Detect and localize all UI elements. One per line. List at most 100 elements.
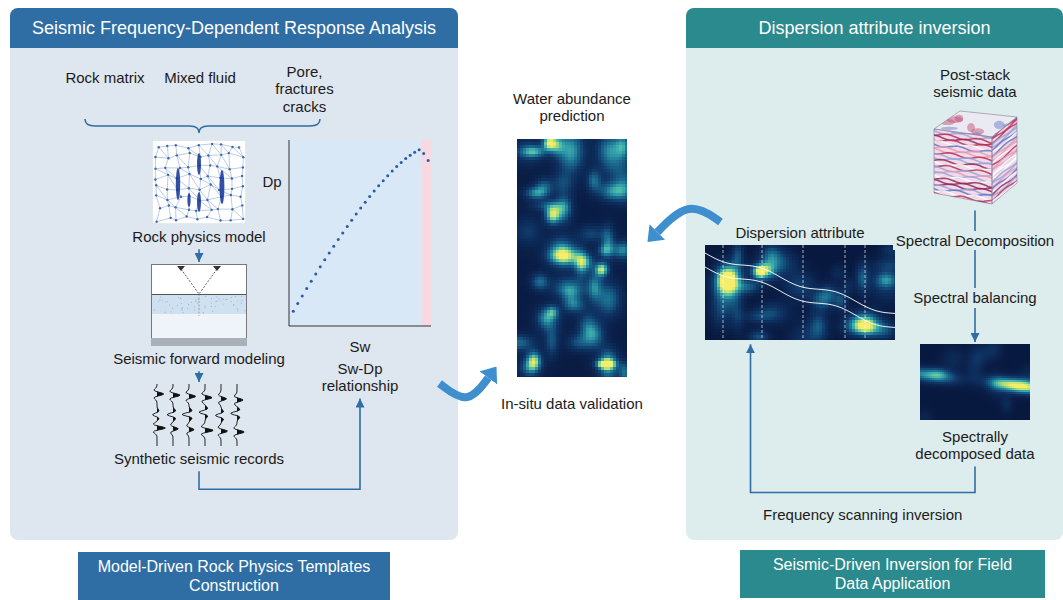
heat-cell [592, 145, 596, 149]
heat-cell [571, 169, 575, 173]
heat-cell [571, 226, 575, 230]
heat-cell [574, 145, 578, 149]
heat-cell [595, 211, 599, 215]
heat-cell [613, 157, 617, 161]
heat-cell [553, 139, 557, 143]
heat-cell [550, 268, 554, 272]
heat-cell [547, 265, 551, 269]
heat-cell [526, 205, 530, 209]
heat-cell [589, 259, 593, 263]
heat-cell [517, 145, 521, 149]
heat-cell [559, 169, 563, 173]
grain-dot [195, 210, 197, 212]
grain-dot [160, 296, 161, 297]
heat-cell [565, 244, 569, 248]
heat-cell [583, 154, 587, 158]
heat-cell [550, 142, 554, 146]
grain-link [156, 185, 167, 200]
heat-cell [562, 169, 566, 173]
heat-cell [604, 235, 608, 239]
heat-cell [532, 148, 536, 152]
grain-dot [166, 199, 168, 201]
grain-dot [231, 208, 233, 210]
heat-cell [562, 223, 566, 227]
heat-cell [553, 217, 557, 221]
plot-zone [421, 140, 431, 326]
heat-cell [625, 244, 627, 248]
grain-link [160, 206, 169, 209]
grain-dot [204, 307, 205, 308]
heat-cell [589, 238, 593, 242]
grain-link [228, 153, 230, 169]
heat-cell [523, 217, 527, 221]
grain-dot [166, 145, 168, 147]
heat-cell [565, 229, 569, 233]
grain-link [231, 219, 244, 220]
heat-cell [556, 244, 560, 248]
heat-cell [520, 220, 524, 224]
heat-cell [589, 250, 593, 254]
heat-cell [595, 193, 599, 197]
heat-cell [589, 247, 593, 251]
heat-cell [526, 193, 530, 197]
heat-cell [544, 196, 548, 200]
heat-cell [595, 157, 599, 161]
heat-cell [613, 184, 617, 188]
heat-cell [610, 151, 614, 155]
grain-dot [175, 219, 177, 221]
heat-cell [523, 199, 527, 203]
heat-cell [616, 238, 620, 242]
heat-cell [589, 166, 593, 170]
heat-cell [580, 223, 584, 227]
heat-cell [520, 250, 524, 254]
heat-cell [559, 160, 563, 164]
heat-cell [580, 190, 584, 194]
heat-cell [520, 217, 524, 221]
grain-dot [166, 188, 168, 190]
heat-cell [532, 151, 536, 155]
heat-cell [583, 166, 587, 170]
heat-cell [595, 205, 599, 209]
heat-cell [595, 262, 599, 266]
heat-cell [622, 214, 626, 218]
heat-cell [544, 193, 548, 197]
heat-cell [559, 184, 563, 188]
heat-cell [574, 169, 578, 173]
heat-cell [571, 175, 575, 179]
heat-cell [622, 232, 626, 236]
heat-cell [616, 169, 620, 173]
grain-link [232, 205, 242, 209]
heat-cell [547, 238, 551, 242]
heat-cell [607, 265, 611, 269]
grain-dot [211, 306, 212, 307]
heat-cell [583, 169, 587, 173]
heat-cell [556, 268, 560, 272]
heat-cell [571, 235, 575, 239]
heat-cell [571, 187, 575, 191]
heat-cell [559, 226, 563, 230]
heat-cell [517, 217, 521, 221]
grain-dot [167, 301, 168, 302]
heat-cell [619, 217, 623, 221]
heat-cell [574, 238, 578, 242]
curve-dot [409, 154, 412, 157]
heat-cell [589, 244, 593, 248]
heat-cell [595, 214, 599, 218]
grain-link [217, 166, 220, 177]
heat-cell [526, 181, 530, 185]
heat-cell [604, 163, 608, 167]
heat-cell [526, 142, 530, 146]
heat-cell [565, 187, 569, 191]
heat-cell [523, 190, 527, 194]
heat-cell [595, 139, 599, 143]
heat-cell [550, 154, 554, 158]
heat-cell [541, 235, 545, 239]
heat-cell [622, 259, 626, 263]
heat-cell [565, 220, 569, 224]
heat-cell [601, 169, 605, 173]
heat-cell [556, 148, 560, 152]
heat-cell [553, 256, 557, 260]
heat-cell [622, 139, 626, 143]
heat-cell [523, 151, 527, 155]
